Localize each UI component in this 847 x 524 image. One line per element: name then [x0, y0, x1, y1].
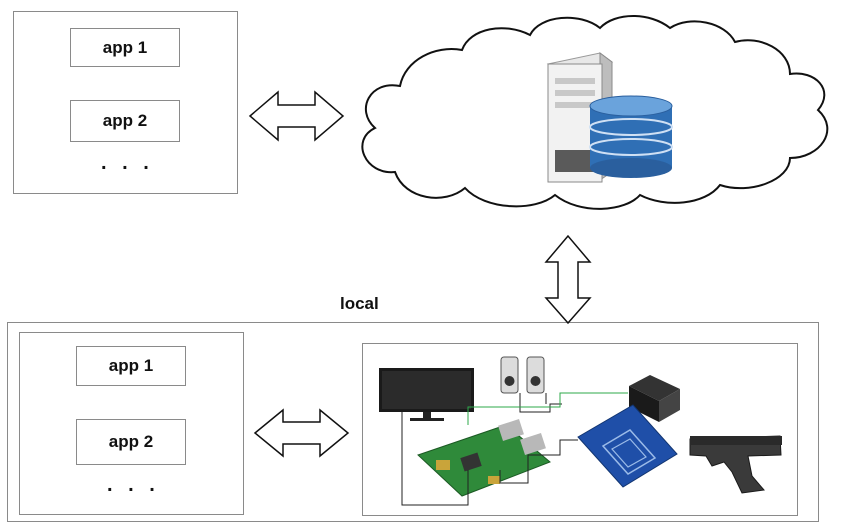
raspberry-pi-icon — [417, 418, 551, 497]
database-icon — [589, 95, 673, 178]
rfid-reader-icon — [577, 404, 678, 488]
top-ellipsis: . . . — [101, 152, 154, 174]
local-ellipsis: . . . — [107, 474, 160, 496]
top-client-box: app 1 app 2 . . . — [13, 11, 238, 194]
local-double-arrow — [253, 408, 350, 458]
local-client-box: app 1 app 2 . . . — [19, 332, 244, 515]
top-app-2-box: app 2 — [70, 100, 180, 142]
fingerprint-sensor-icon — [629, 375, 680, 422]
top-double-arrow — [248, 90, 345, 142]
monitor-icon — [379, 368, 474, 421]
speakers-icon — [500, 356, 545, 394]
local-app-2-box: app 2 — [76, 419, 186, 465]
vertical-double-arrow — [544, 234, 592, 325]
wiring — [401, 392, 628, 506]
local-label: local — [340, 294, 379, 313]
local-app-1-box: app 1 — [76, 346, 186, 386]
top-app-1-box: app 1 — [70, 28, 180, 67]
pistol-icon — [689, 435, 782, 494]
